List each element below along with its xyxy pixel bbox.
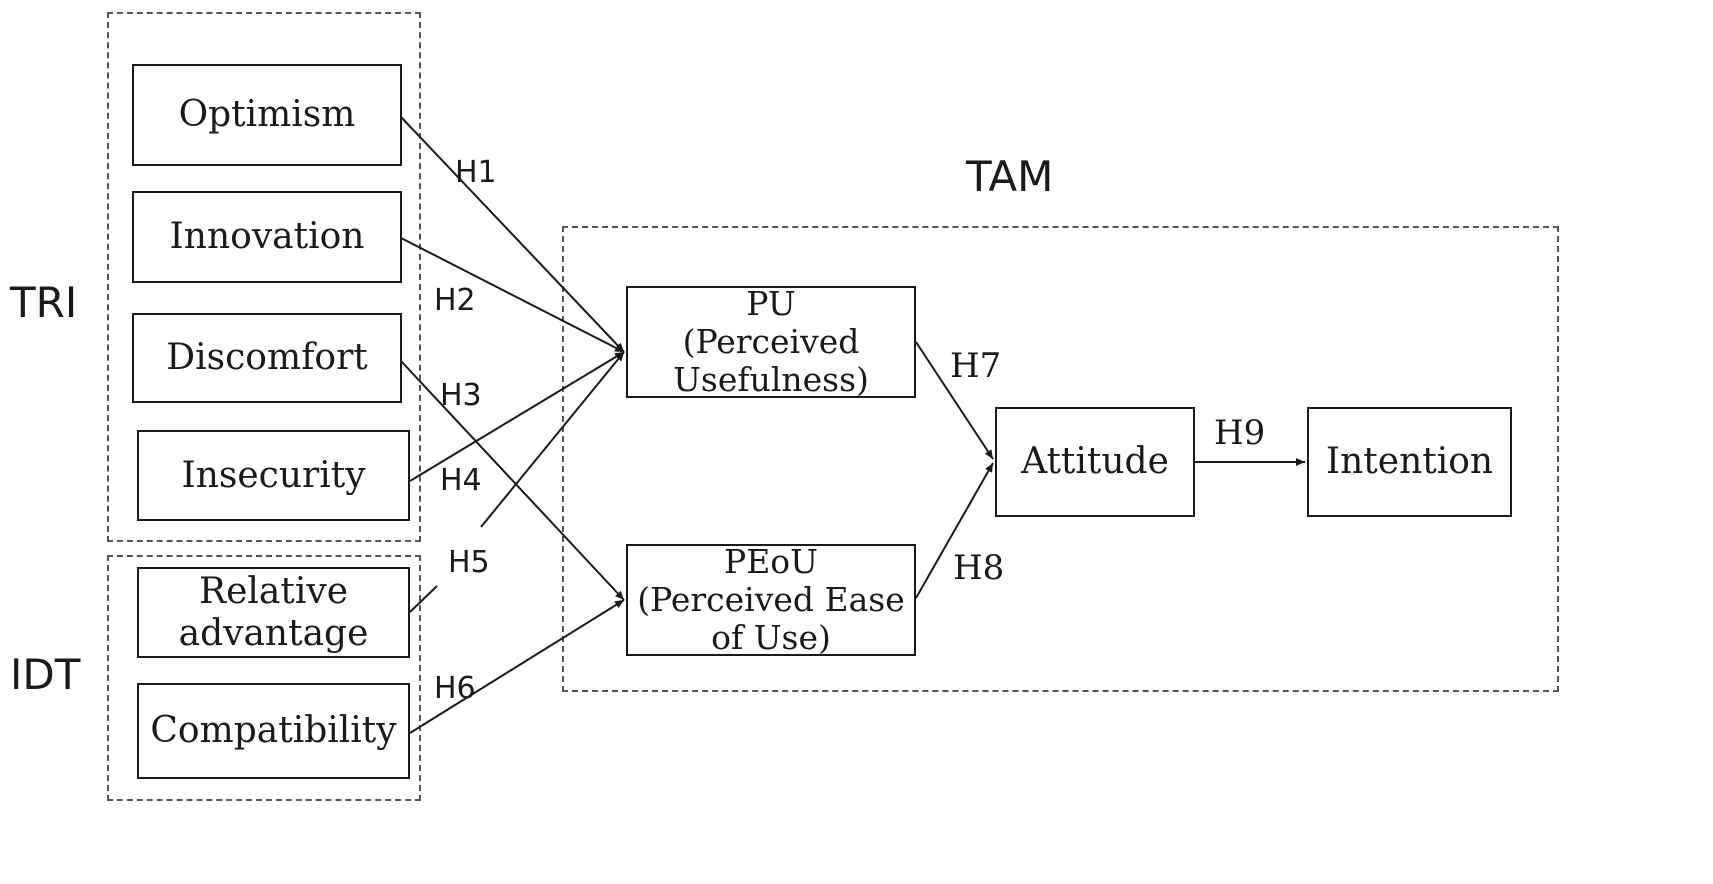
node-peou-line2: (Perceived Ease — [637, 580, 905, 620]
edge-h3 — [400, 360, 625, 601]
node-relative-advantage-line1: Relative — [198, 571, 348, 613]
node-intention-label: Intention — [1325, 441, 1494, 483]
edge-h1 — [400, 116, 625, 353]
tam-label: TAM — [966, 152, 1054, 201]
edge-h7 — [915, 341, 994, 460]
edge-h5-tail — [409, 585, 438, 613]
node-pu-line1: PU — [746, 284, 796, 324]
edge-h4 — [409, 351, 625, 482]
label-h2: H2 — [434, 283, 476, 318]
edge-h2 — [400, 237, 625, 353]
node-peou-line1: PEoU — [724, 542, 818, 582]
node-relative-advantage: Relative advantage — [137, 567, 410, 658]
label-h9: H9 — [1214, 413, 1266, 453]
idt-label: IDT — [10, 650, 81, 699]
label-h7: H7 — [950, 346, 1002, 386]
node-pu-line2: (Perceived — [682, 322, 860, 362]
node-compatibility-label: Compatibility — [150, 710, 397, 752]
node-peou: PEoU (Perceived Ease of Use) — [626, 542, 916, 657]
edge-h8 — [915, 462, 994, 599]
label-h8: H8 — [953, 548, 1005, 588]
node-discomfort: Discomfort — [132, 313, 402, 403]
tam-group — [562, 226, 1559, 692]
node-innovation-label: Innovation — [169, 216, 365, 258]
node-optimism-label: Optimism — [178, 94, 356, 136]
edge-h6 — [409, 599, 625, 734]
node-pu: PU (Perceived Usefulness) — [626, 284, 916, 399]
node-peou-line3: of Use) — [711, 617, 831, 657]
node-compatibility: Compatibility — [137, 683, 410, 779]
node-insecurity: Insecurity — [137, 430, 410, 521]
node-innovation: Innovation — [132, 191, 402, 283]
node-intention: Intention — [1307, 407, 1512, 517]
label-h3: H3 — [440, 378, 482, 413]
edge-h5 — [480, 351, 625, 528]
label-h6: H6 — [434, 671, 476, 706]
tri-group — [107, 12, 421, 542]
node-attitude-label: Attitude — [1021, 441, 1169, 483]
node-optimism: Optimism — [132, 64, 402, 166]
tri-label: TRI — [10, 278, 78, 327]
label-h1: H1 — [455, 155, 497, 190]
node-insecurity-label: Insecurity — [181, 454, 366, 496]
node-discomfort-label: Discomfort — [166, 337, 368, 379]
node-pu-line3: Usefulness) — [673, 359, 869, 399]
node-attitude: Attitude — [995, 407, 1195, 517]
label-h4: H4 — [440, 463, 482, 498]
idt-group — [107, 555, 421, 801]
label-h5: H5 — [448, 545, 490, 580]
node-relative-advantage-line2: advantage — [178, 612, 369, 654]
